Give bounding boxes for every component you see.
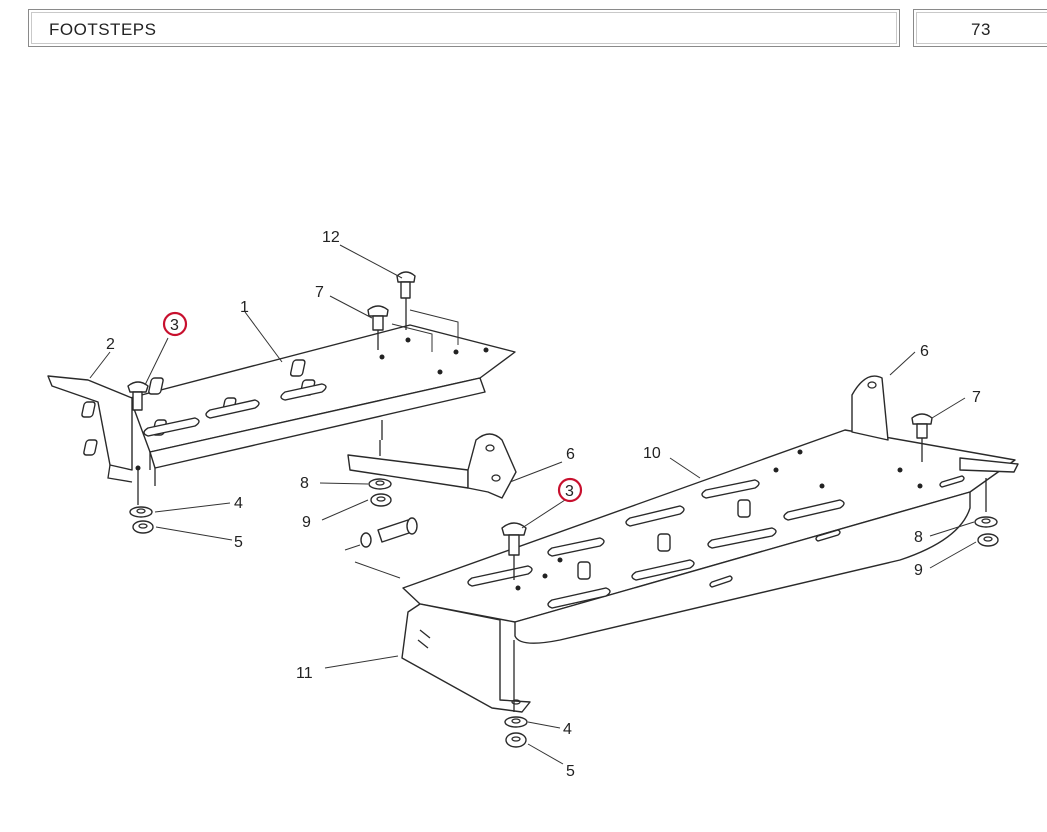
bracket-6-left <box>347 420 517 499</box>
front-bracket-11 <box>401 603 531 713</box>
callout-8-right: 8 <box>914 529 923 546</box>
highlight-ring-left <box>162 311 188 337</box>
right-footstep-plate <box>402 375 1019 644</box>
highlight-ring-right <box>557 477 583 503</box>
left-washer-4 <box>129 506 153 518</box>
front-washer-4 <box>504 716 528 728</box>
callout-7-right: 7 <box>972 389 981 406</box>
callout-7-left: 7 <box>315 284 324 301</box>
washer-8-left <box>368 478 392 490</box>
page-title: FOOTSTEPS <box>49 20 157 39</box>
callout-12: 12 <box>322 229 340 246</box>
left-footstep-plate <box>47 324 516 486</box>
callout-6-left: 6 <box>566 446 575 463</box>
left-nut-5 <box>132 520 154 534</box>
callout-1: 1 <box>240 299 249 316</box>
callout-5-front: 5 <box>566 763 575 780</box>
callout-3-right: 3 <box>565 483 574 500</box>
callout-4-left: 4 <box>234 495 243 512</box>
bolt-7-right <box>911 413 933 462</box>
bolt-12 <box>396 271 416 330</box>
bolt-3-right <box>501 522 527 580</box>
left-end-bracket <box>47 375 133 471</box>
callout-2: 2 <box>106 336 115 353</box>
page-number-box: 73 <box>913 9 1047 47</box>
callout-9-left: 9 <box>302 514 311 531</box>
callout-3-left: 3 <box>170 317 179 334</box>
left-bolt-3 <box>127 381 149 411</box>
callout-11: 11 <box>296 665 313 682</box>
horizontal-bolt <box>344 517 418 579</box>
callout-5-left: 5 <box>234 534 243 551</box>
leader-lines <box>89 244 977 765</box>
callout-9-right: 9 <box>914 562 923 579</box>
washer-8-right <box>974 516 998 528</box>
callout-4-front: 4 <box>563 721 572 738</box>
title-bar: FOOTSTEPS <box>28 9 900 47</box>
callout-10: 10 <box>643 445 661 462</box>
nut-9-left <box>370 493 392 507</box>
nut-9-right <box>977 533 999 547</box>
bolt-7-left <box>367 305 389 350</box>
front-nut-5 <box>505 732 527 748</box>
callout-8-left: 8 <box>300 475 309 492</box>
page-number: 73 <box>971 20 991 39</box>
callout-6-right: 6 <box>920 343 929 360</box>
